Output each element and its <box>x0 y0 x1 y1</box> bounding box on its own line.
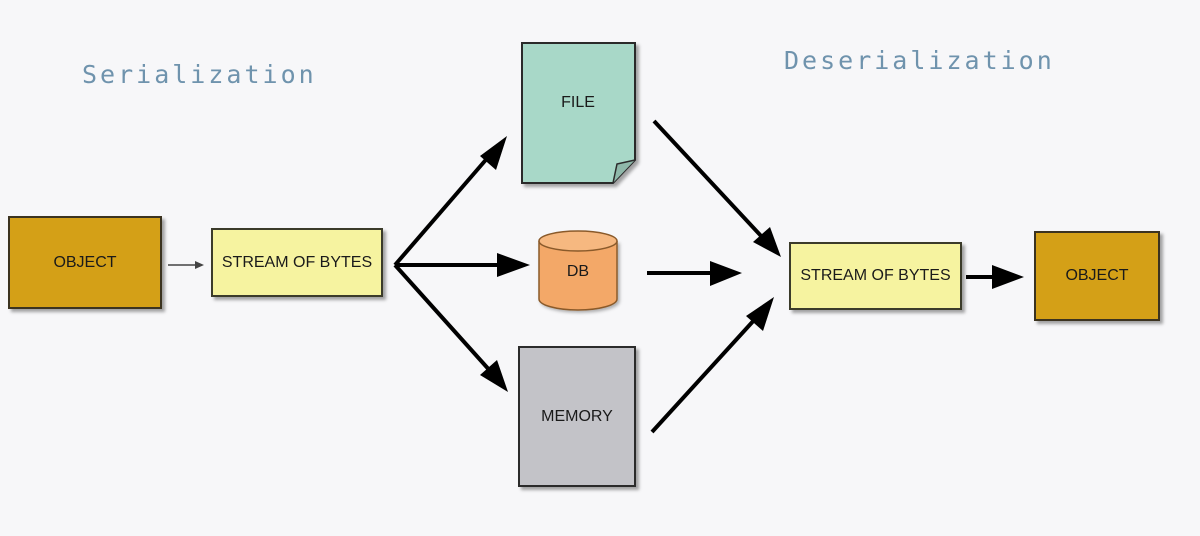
arrow-db-to-stream <box>647 261 742 286</box>
arrow-file-to-stream <box>652 119 781 257</box>
file-node-label: FILE <box>561 94 595 111</box>
file-node <box>521 42 636 184</box>
object-node-right: OBJECT <box>1034 231 1160 321</box>
memory-node: MEMORY <box>518 346 636 487</box>
arrow-stream-to-db <box>395 253 530 277</box>
arrow-memory-to-stream <box>650 297 774 434</box>
db-node-label: DB <box>566 263 590 280</box>
db-node <box>538 230 618 311</box>
arrow-stream-to-object <box>966 265 1024 289</box>
stream-of-bytes-node-right: STREAM OF BYTES <box>789 242 962 310</box>
arrow-object-to-stream <box>168 261 204 269</box>
arrow-stream-to-memory <box>393 263 508 392</box>
serialization-heading: Serialization <box>82 60 317 89</box>
deserialization-heading: Deserialization <box>784 46 1055 75</box>
stream-of-bytes-node-left: STREAM OF BYTES <box>211 228 383 297</box>
arrow-stream-to-file <box>393 136 507 267</box>
object-node-left: OBJECT <box>8 216 162 309</box>
